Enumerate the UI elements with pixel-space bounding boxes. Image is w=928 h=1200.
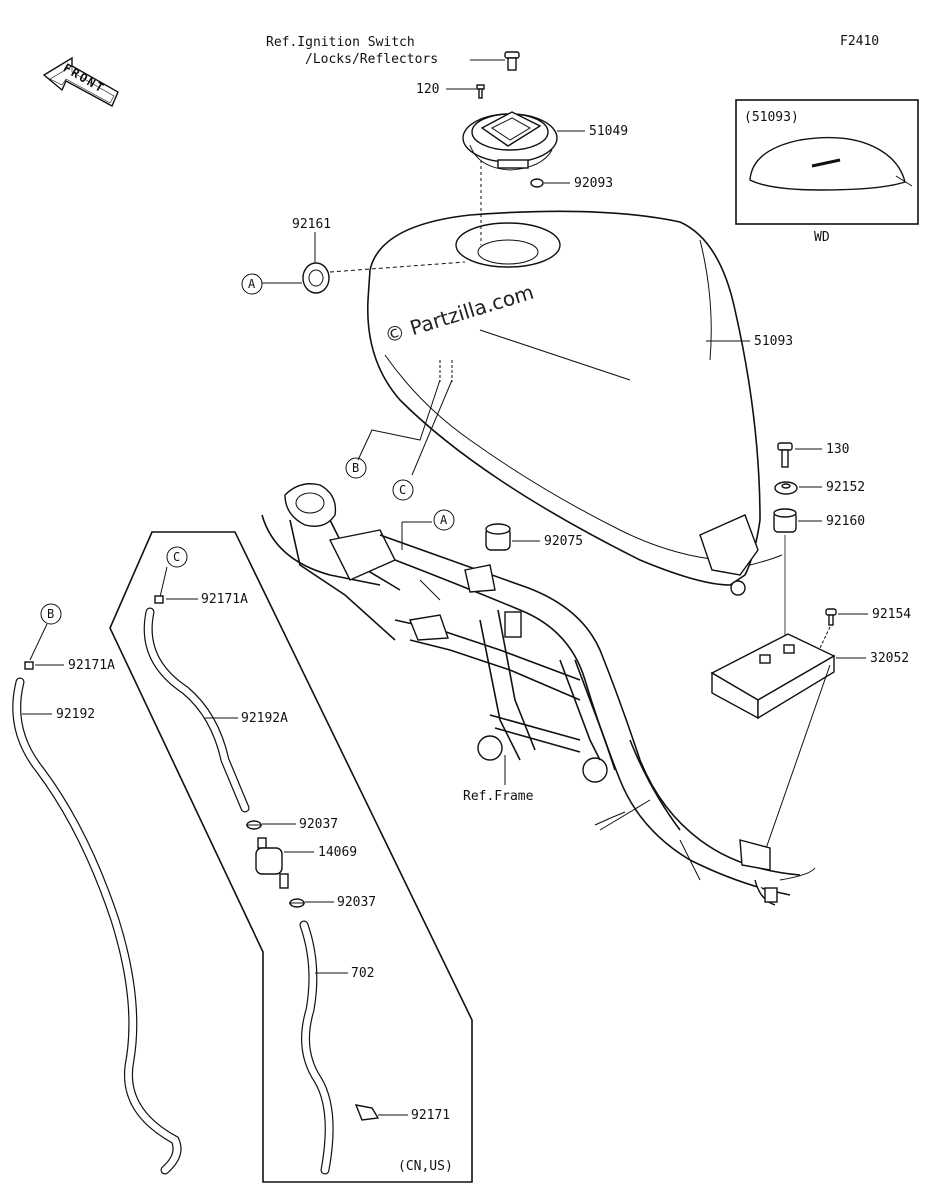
clip-92171A-c-icon <box>154 595 164 604</box>
bolt-130-icon <box>777 442 793 468</box>
hose-702-icon <box>299 920 334 1175</box>
part-number-92160: 92160 <box>826 514 865 529</box>
clip-92171A-b-icon <box>24 661 34 670</box>
damper-92075-icon <box>485 523 511 551</box>
watermark: © Partzilla.com <box>382 280 537 348</box>
svg-text:C: C <box>399 483 406 497</box>
fuel-tank-51093-icon <box>329 210 783 596</box>
part-number-32052: 32052 <box>870 651 909 666</box>
part-number-92161: 92161 <box>292 217 331 232</box>
callout-c-hose: C <box>166 546 188 568</box>
svg-text:C: C <box>173 550 180 564</box>
part-number-92154: 92154 <box>872 607 911 622</box>
part-number-92171A-b: 92171A <box>68 658 115 673</box>
clip-92171-icon <box>354 1104 380 1121</box>
hose-92192-icon <box>12 677 182 1175</box>
part-number-92192: 92192 <box>56 707 95 722</box>
part-number-120: 120 <box>416 82 439 97</box>
ignition-bolt-icon <box>504 51 520 71</box>
part-number-92171A-c: 92171A <box>201 592 248 607</box>
callout-a-frame: A <box>433 509 455 531</box>
front-arrow-icon: FRONT <box>42 56 119 107</box>
screw-120-icon <box>476 84 485 99</box>
nut-92093-icon <box>530 178 544 188</box>
grommet-92161-icon <box>302 262 330 294</box>
callout-b-tank: B <box>345 457 367 479</box>
part-number-14069: 14069 <box>318 845 357 860</box>
fuel-cap-51049-icon <box>462 111 558 171</box>
part-number-130: 130 <box>826 442 849 457</box>
callout-c-tank: C <box>392 479 414 501</box>
inset-footer: WD <box>814 230 830 245</box>
screw-92154-icon <box>825 608 837 626</box>
part-number-92037-top: 92037 <box>299 817 338 832</box>
washer-92152-icon <box>774 481 798 495</box>
part-number-92093: 92093 <box>574 176 613 191</box>
callout-a-left: A <box>241 273 263 295</box>
svg-text:B: B <box>352 461 359 475</box>
damper-92160-icon <box>773 508 797 533</box>
filter-14069-icon <box>255 837 289 889</box>
svg-text:A: A <box>248 277 256 291</box>
inset-header: (51093) <box>744 110 799 125</box>
figure-code: F2410 <box>840 34 879 49</box>
ref-frame: Ref.Frame <box>463 789 534 804</box>
clamp-92037-top-icon <box>246 820 262 830</box>
svg-text:A: A <box>440 513 448 527</box>
part-number-51093: 51093 <box>754 334 793 349</box>
clamp-92037-bottom-icon <box>289 898 305 908</box>
ref-ignition-line1: Ref.Ignition Switch <box>266 35 415 50</box>
hose-92192A-icon <box>143 607 250 813</box>
tank-nipples-icon <box>439 360 453 382</box>
part-number-702: 702 <box>351 966 374 981</box>
bracket-32052-icon <box>710 633 836 720</box>
part-number-92037-bottom: 92037 <box>337 895 376 910</box>
part-number-92171: 92171 <box>411 1108 450 1123</box>
part-number-92075: 92075 <box>544 534 583 549</box>
frame-icon <box>261 483 816 906</box>
ref-ignition-line2: /Locks/Reflectors <box>305 52 438 67</box>
callout-b-hose: B <box>40 603 62 625</box>
part-number-51049: 51049 <box>589 124 628 139</box>
svg-text:B: B <box>47 607 54 621</box>
inset-box: (51093) <box>735 99 919 225</box>
region-box <box>109 531 473 1183</box>
part-number-92192A: 92192A <box>241 711 288 726</box>
part-number-92152: 92152 <box>826 480 865 495</box>
region-label: (CN,US) <box>398 1159 453 1174</box>
